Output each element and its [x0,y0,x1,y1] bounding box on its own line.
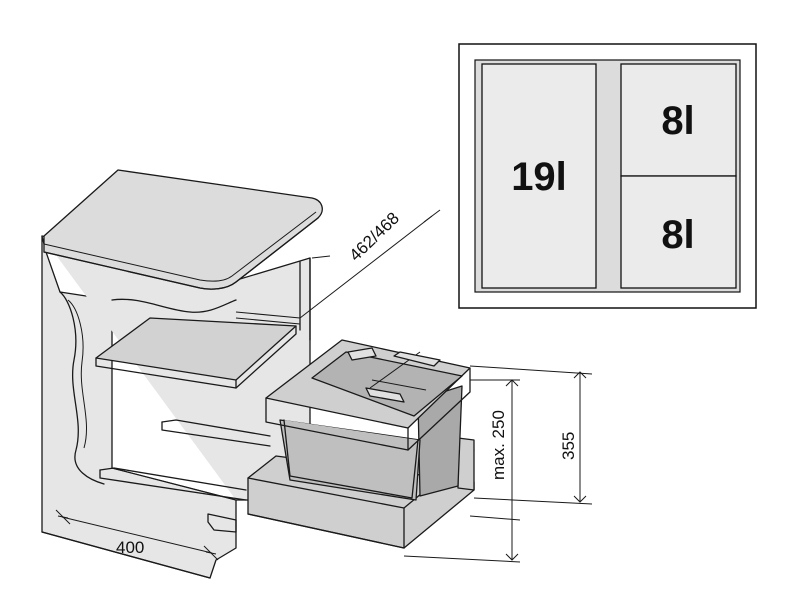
worktop [43,169,323,290]
waste-bins [265,339,471,501]
dimension-width: 400 [55,509,219,561]
compartment-small-top-label: 8l [661,99,694,143]
dimension-width-label: 400 [116,538,144,557]
compartment-large-label: 19l [511,155,567,199]
dimension-total-height: 355 [469,365,593,505]
compartment-small-bottom-label: 8l [661,213,694,257]
compartment-large [481,63,597,289]
shelf [95,311,301,389]
cabinet [41,235,311,579]
dimension-bin-height-label: max. 250 [489,410,508,480]
dimension-depth-label: 462/468 [346,209,403,265]
compartment-small-bottom [620,175,737,289]
compartment-top-view: 19l 8l 8l [458,43,757,309]
dimension-depth: 462/468 [299,209,441,319]
dimension-total-height-label: 355 [559,432,578,460]
compartment-small-top [620,63,737,177]
dimension-bin-height: max. 250 [403,379,521,563]
lower-rails [99,419,271,533]
